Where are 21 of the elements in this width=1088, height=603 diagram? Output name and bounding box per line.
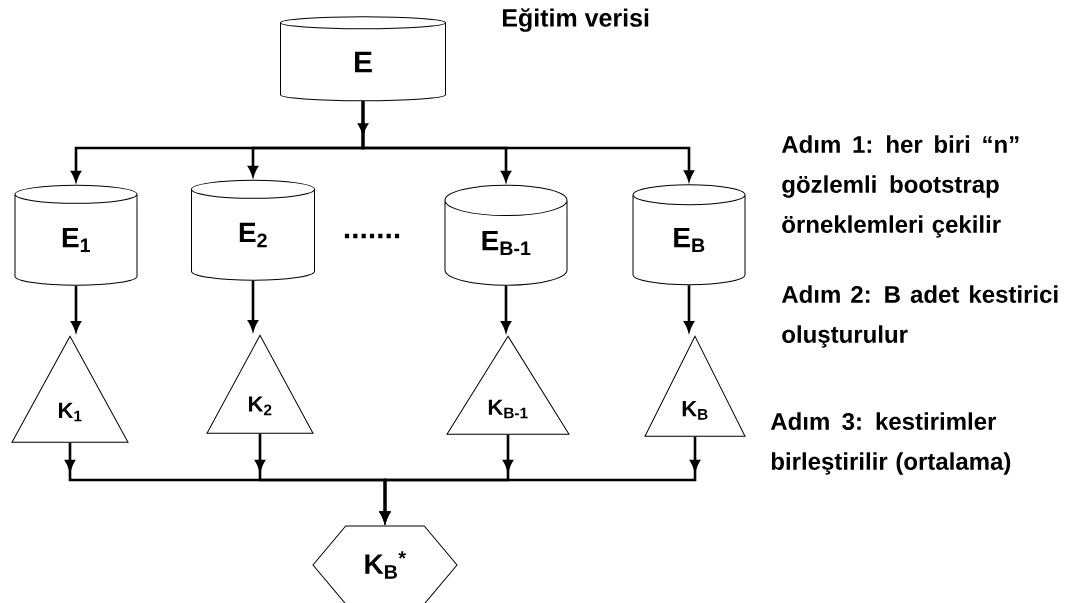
arrow — [501, 285, 511, 332]
hexagon: K$_{B}$* — [312, 525, 458, 603]
triangle: K$_{B}$ — [644, 335, 746, 437]
cylinder: E$_{B-1}$ — [444, 184, 568, 286]
ellipsis: ....... — [344, 233, 400, 239]
triangle: K$_{B-1}$ — [446, 335, 570, 435]
step-text: Adım 2: B adet kestirici oluşturulur — [781, 285, 1058, 348]
cylinder: E$_{B}$ — [632, 184, 746, 286]
arrow — [71, 285, 81, 332]
triangle: K$_{1}$ — [11, 335, 129, 443]
cylinder: E$_{1}$ — [14, 184, 138, 286]
step-text: Adım 3: kestirimler birleştirilir (ortalama) — [770, 412, 1011, 475]
arrow — [684, 285, 694, 332]
arrow — [380, 436, 700, 523]
step-text: Adım 1: her biri “n” gözlemli bootstrap örneklemleri çekilir — [781, 135, 1019, 238]
arrow — [248, 280, 258, 331]
node-caption: Eğitim verisi — [503, 8, 649, 32]
arrow — [361, 101, 694, 181]
cylinder: E — [280, 16, 446, 102]
triangle: K$_{2}$ — [206, 334, 314, 434]
cylinder: E$_{2}$ — [191, 179, 315, 281]
